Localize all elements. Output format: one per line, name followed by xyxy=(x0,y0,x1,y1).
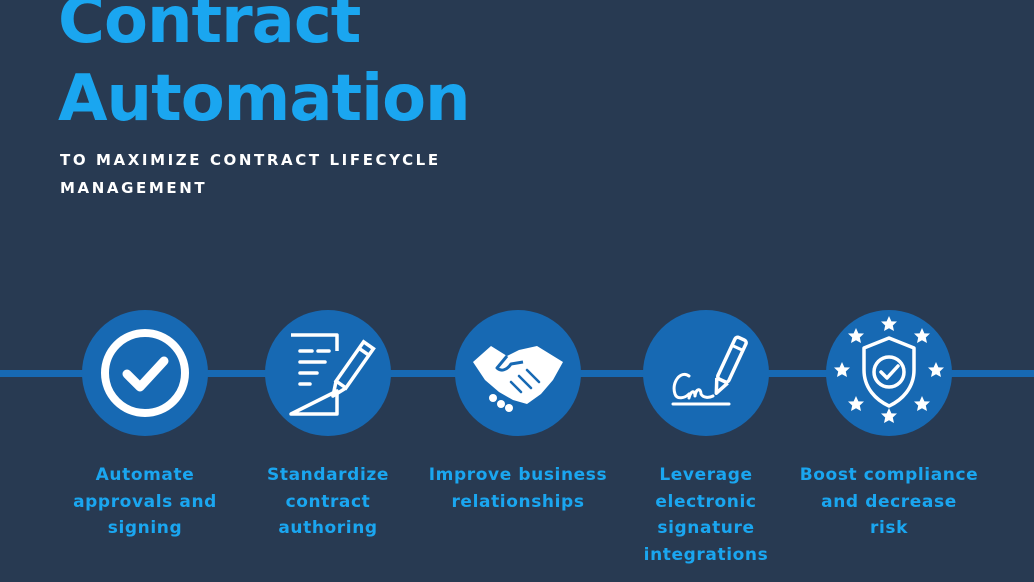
step-2-circle xyxy=(265,310,391,436)
step-5-circle xyxy=(826,310,952,436)
step-4-circle xyxy=(643,310,769,436)
shield-stars-icon xyxy=(834,316,944,423)
document-pen-icon xyxy=(289,333,376,416)
check-circle-icon xyxy=(101,329,189,417)
title-line-1: Contract xyxy=(58,0,361,58)
handshake-icon xyxy=(473,346,563,412)
step-3-circle xyxy=(455,310,581,436)
subtitle: TO MAXIMIZE CONTRACT LIFECYCLE MANAGEMEN… xyxy=(60,151,441,197)
step-1-circle xyxy=(82,310,208,436)
signature-pen-icon xyxy=(671,335,748,406)
step-5-label: Boost compliance and decrease risk xyxy=(799,465,979,538)
page-title: Contract Automation xyxy=(58,0,471,138)
step-1-label: Automate approvals and signing xyxy=(73,465,217,538)
step-3-label: Improve business relationships xyxy=(428,465,608,512)
step-4-label: Leverage electronic signature integratio… xyxy=(643,465,769,565)
step-2-label: Standardize contract authoring xyxy=(267,465,389,538)
title-line-2: Automation xyxy=(58,62,471,136)
